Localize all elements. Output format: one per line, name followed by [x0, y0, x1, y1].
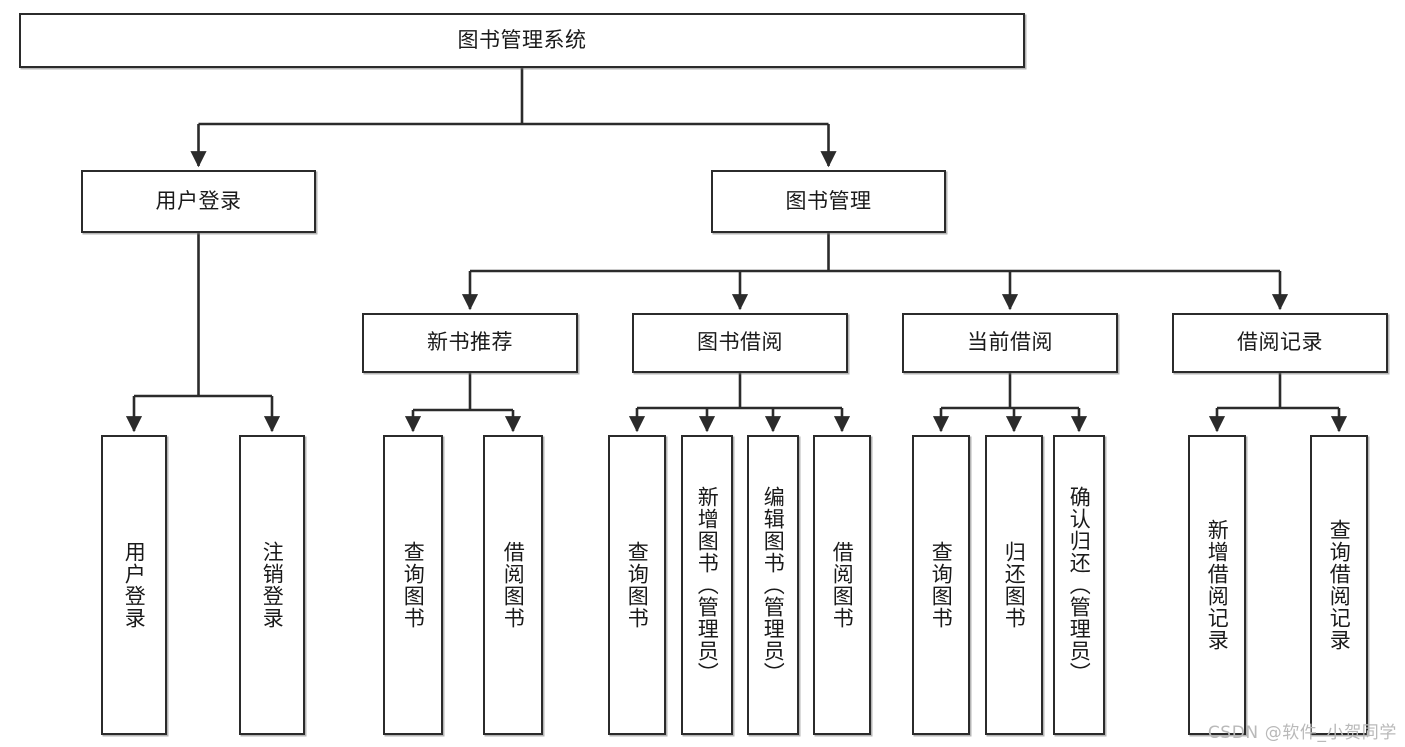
- node-label: 新增借阅记录: [1205, 519, 1230, 651]
- node-label: 图书借阅: [697, 330, 783, 355]
- node-label: 图书管理: [785, 188, 872, 213]
- node-label: 注销登录: [260, 541, 285, 629]
- node-label: 查询图书: [401, 541, 426, 629]
- node-user-login[interactable]: 用户登录: [81, 170, 316, 233]
- leaf-confirm-return-admin[interactable]: 确认归还（管理员）: [1053, 435, 1105, 735]
- node-label: 用户登录: [122, 541, 147, 629]
- leaf-query-book-recommend[interactable]: 查询图书: [383, 435, 443, 735]
- leaf-edit-book-admin[interactable]: 编辑图书（管理员）: [747, 435, 799, 735]
- leaf-logout[interactable]: 注销登录: [239, 435, 305, 735]
- node-label: 当前借阅: [967, 330, 1053, 355]
- node-book-borrow[interactable]: 图书借阅: [632, 313, 848, 373]
- node-label: 用户登录: [155, 188, 242, 213]
- leaf-borrow-book-recommend[interactable]: 借阅图书: [483, 435, 543, 735]
- node-label: 查询图书: [625, 541, 650, 629]
- node-root[interactable]: 图书管理系统: [19, 13, 1025, 68]
- leaf-add-borrow-record[interactable]: 新增借阅记录: [1188, 435, 1246, 735]
- node-book-management[interactable]: 图书管理: [711, 170, 946, 233]
- leaf-query-borrow-record[interactable]: 查询借阅记录: [1310, 435, 1368, 735]
- node-label: 新增图书（管理员）: [695, 486, 720, 684]
- leaf-query-book-borrow[interactable]: 查询图书: [608, 435, 666, 735]
- node-current-borrow[interactable]: 当前借阅: [902, 313, 1118, 373]
- csdn-watermark: CSDN @软件_小贺同学: [1207, 723, 1397, 743]
- leaf-user-login[interactable]: 用户登录: [101, 435, 167, 735]
- node-label: 借阅图书: [501, 541, 526, 629]
- leaf-borrow-book[interactable]: 借阅图书: [813, 435, 871, 735]
- node-new-book-recommend[interactable]: 新书推荐: [362, 313, 578, 373]
- node-label: 图书管理系统: [457, 27, 587, 52]
- node-label: 新书推荐: [427, 330, 513, 355]
- node-label: 查询借阅记录: [1327, 519, 1352, 651]
- leaf-query-book-current[interactable]: 查询图书: [912, 435, 970, 735]
- leaf-add-book-admin[interactable]: 新增图书（管理员）: [681, 435, 733, 735]
- node-label: 借阅图书: [830, 541, 855, 629]
- node-label: 借阅记录: [1237, 330, 1323, 355]
- node-label: 确认归还（管理员）: [1067, 486, 1092, 684]
- node-label: 编辑图书（管理员）: [761, 486, 786, 684]
- node-label: 查询图书: [929, 541, 954, 629]
- leaf-return-book[interactable]: 归还图书: [985, 435, 1043, 735]
- node-label: 归还图书: [1002, 541, 1027, 629]
- node-borrow-record[interactable]: 借阅记录: [1172, 313, 1388, 373]
